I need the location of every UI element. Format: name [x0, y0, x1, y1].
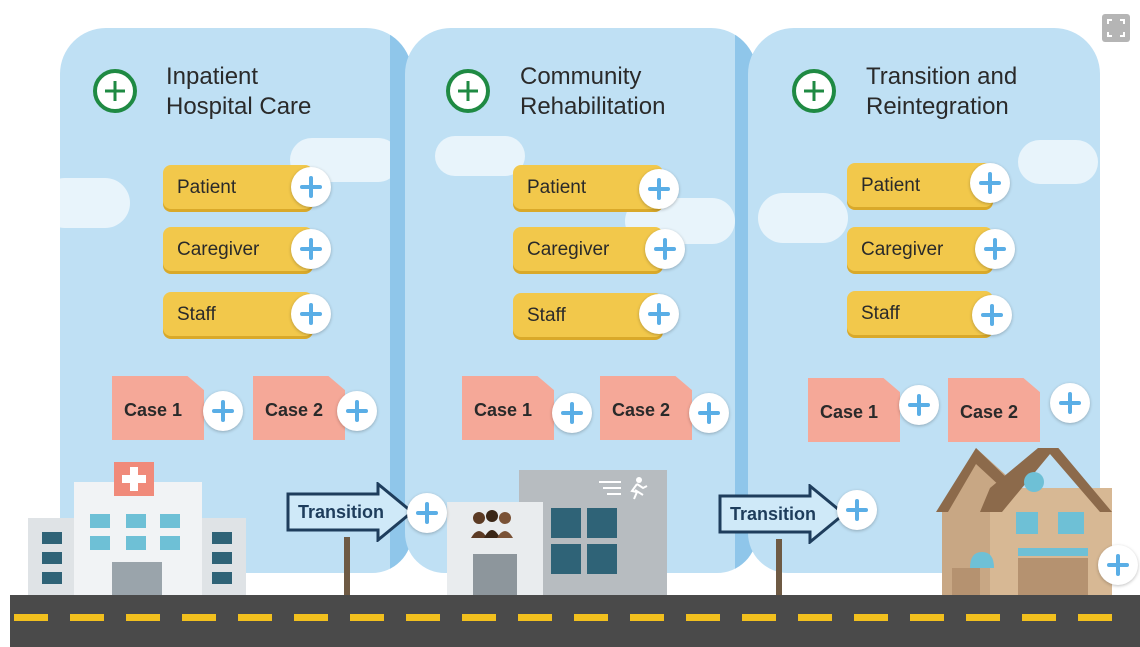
- add-case-1-plus-icon[interactable]: [552, 393, 592, 433]
- fullscreen-icon[interactable]: [1102, 14, 1130, 42]
- case-card-2[interactable]: Case 2: [253, 376, 345, 440]
- stage-plus-icon[interactable]: [93, 69, 137, 113]
- cloud: [1018, 140, 1098, 184]
- add-case-1-plus-icon[interactable]: [203, 391, 243, 431]
- stage-plus-icon[interactable]: [446, 69, 490, 113]
- role-tag-caregiver[interactable]: Caregiver: [513, 227, 663, 271]
- add-staff-plus-icon[interactable]: [291, 294, 331, 334]
- case-card-1[interactable]: Case 1: [112, 376, 204, 440]
- role-tag-patient[interactable]: Patient: [163, 165, 313, 209]
- transition-1-plus-icon[interactable]: [407, 493, 447, 533]
- case-card-1[interactable]: Case 1: [462, 376, 554, 440]
- add-caregiver-plus-icon[interactable]: [645, 229, 685, 269]
- case-card-2[interactable]: Case 2: [600, 376, 692, 440]
- role-tag-staff[interactable]: Staff: [847, 291, 993, 335]
- cloud: [758, 193, 848, 243]
- house-plus-icon[interactable]: [1098, 545, 1138, 585]
- role-tag-staff[interactable]: Staff: [163, 292, 313, 336]
- transition-label: Transition: [730, 504, 817, 524]
- transition-2-plus-icon[interactable]: [837, 490, 877, 530]
- add-caregiver-plus-icon[interactable]: [975, 229, 1015, 269]
- transition-label: Transition: [298, 502, 385, 522]
- add-patient-plus-icon[interactable]: [291, 167, 331, 207]
- transition-sign-2: Transition: [718, 484, 868, 600]
- add-case-2-plus-icon[interactable]: [689, 393, 729, 433]
- cloud: [60, 178, 130, 228]
- hospital-building: [28, 462, 250, 597]
- add-case-2-plus-icon[interactable]: [337, 391, 377, 431]
- community-center-building: [447, 470, 667, 597]
- add-patient-plus-icon[interactable]: [639, 169, 679, 209]
- cloud: [435, 136, 525, 176]
- add-staff-plus-icon[interactable]: [972, 295, 1012, 335]
- add-case-1-plus-icon[interactable]: [899, 385, 939, 425]
- role-tag-patient[interactable]: Patient: [513, 165, 663, 209]
- role-tag-caregiver[interactable]: Caregiver: [847, 227, 993, 271]
- role-tag-staff[interactable]: Staff: [513, 293, 663, 337]
- case-card-1[interactable]: Case 1: [808, 378, 900, 442]
- case-card-2[interactable]: Case 2: [948, 378, 1040, 442]
- role-tag-caregiver[interactable]: Caregiver: [163, 227, 313, 271]
- add-staff-plus-icon[interactable]: [639, 294, 679, 334]
- add-caregiver-plus-icon[interactable]: [291, 229, 331, 269]
- stage-plus-icon[interactable]: [792, 69, 836, 113]
- role-tag-patient[interactable]: Patient: [847, 163, 993, 207]
- add-patient-plus-icon[interactable]: [970, 163, 1010, 203]
- road: [10, 595, 1140, 647]
- house-building: [930, 438, 1112, 597]
- add-case-2-plus-icon[interactable]: [1050, 383, 1090, 423]
- transition-sign-1: Transition: [286, 482, 436, 600]
